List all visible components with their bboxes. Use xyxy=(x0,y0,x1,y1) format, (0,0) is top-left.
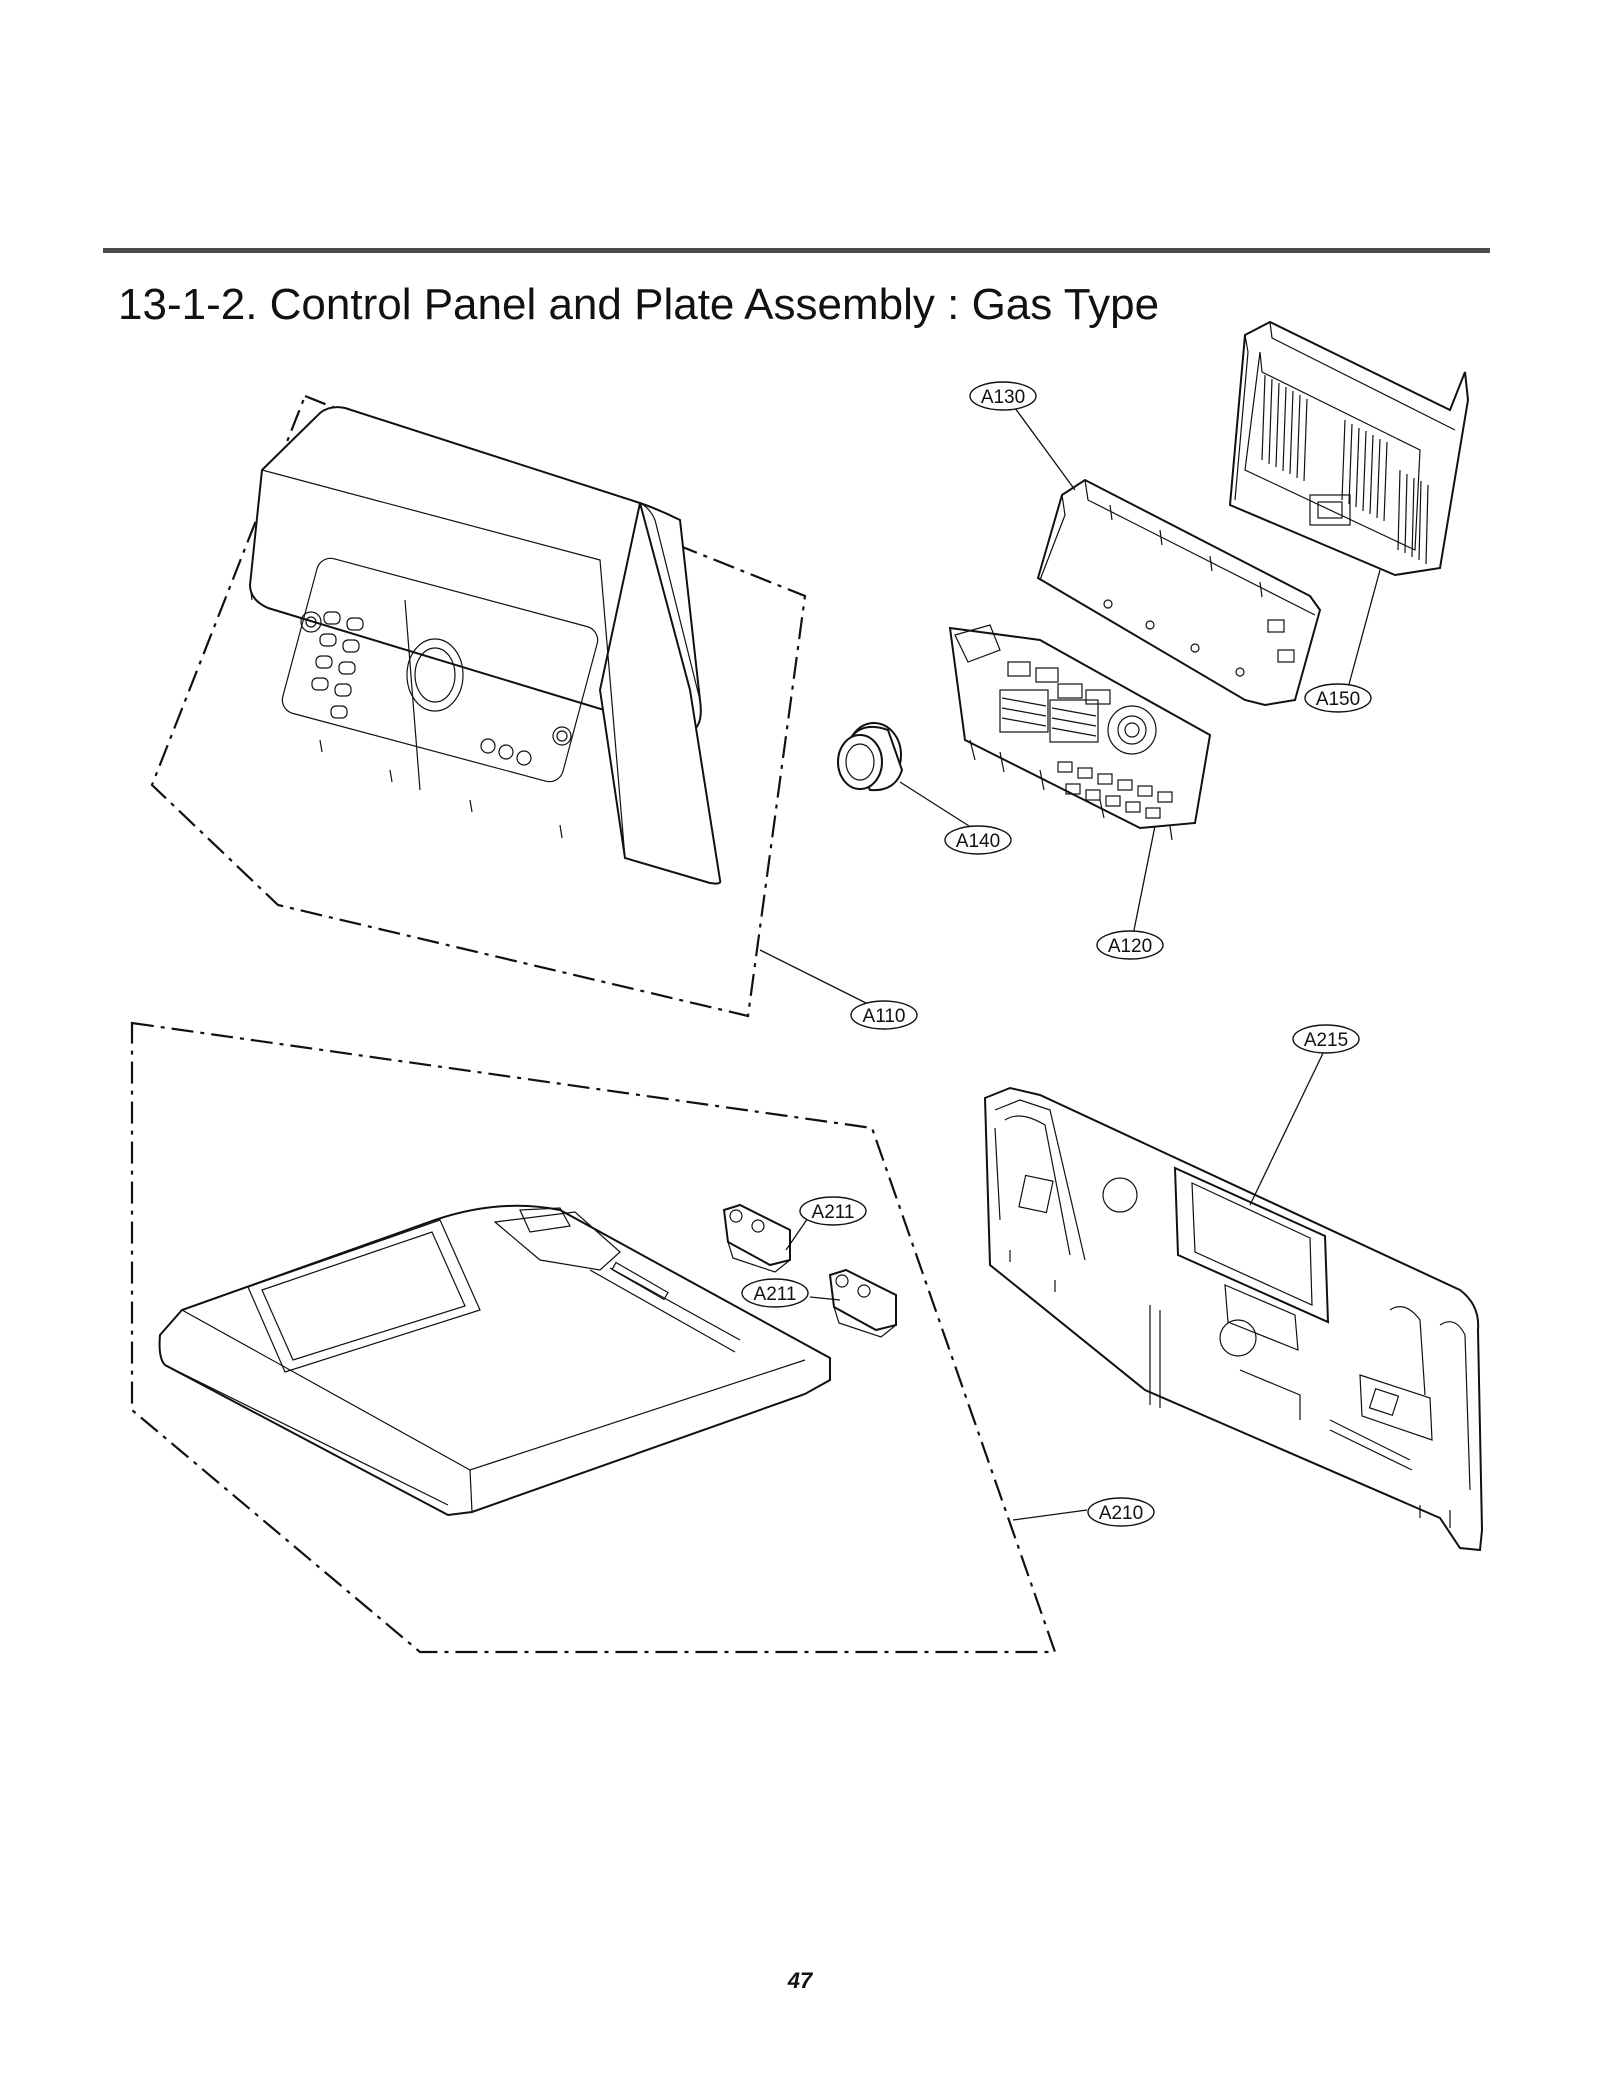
leader-a150 xyxy=(1347,569,1381,689)
hinge-bracket-upper xyxy=(722,1203,791,1273)
callout-a110: A110 xyxy=(850,1000,918,1030)
control-plate xyxy=(158,1204,831,1517)
header-rule xyxy=(103,248,1490,253)
leader-a210 xyxy=(1012,1509,1088,1521)
callout-a130: A130 xyxy=(969,381,1037,411)
callout-a150: A150 xyxy=(1304,683,1372,713)
pcb-assembly xyxy=(948,624,1212,841)
callout-a211-lower: A211 xyxy=(741,1278,809,1308)
callout-a215: A215 xyxy=(1292,1024,1360,1054)
pcb-display-segments xyxy=(999,689,1099,743)
leader-a120 xyxy=(1132,825,1156,936)
svg-text:A130: A130 xyxy=(981,387,1025,408)
callout-a120: A120 xyxy=(1096,930,1164,960)
panel-button-grid xyxy=(311,611,364,719)
housing-vent-slats xyxy=(1261,374,1429,565)
leader-a215 xyxy=(1249,1048,1326,1206)
leader-a211-upper xyxy=(785,1217,809,1251)
control-plate-group-boundary xyxy=(130,1021,1057,1654)
svg-text:A150: A150 xyxy=(1316,689,1360,710)
callout-a140: A140 xyxy=(944,825,1012,855)
pcb-enclosure xyxy=(1036,478,1322,707)
control-knob xyxy=(837,722,904,792)
leader-a110 xyxy=(759,949,881,1011)
svg-text:A215: A215 xyxy=(1304,1030,1348,1051)
rear-housing xyxy=(1228,320,1470,577)
rear-plate xyxy=(983,1086,1484,1552)
leader-a130 xyxy=(1014,407,1076,491)
svg-text:A120: A120 xyxy=(1108,936,1152,957)
callout-a211-upper: A211 xyxy=(799,1196,867,1226)
svg-text:A211: A211 xyxy=(754,1284,797,1305)
hinge-bracket-lower xyxy=(828,1268,897,1338)
control-panel-group-boundary xyxy=(150,394,807,1018)
svg-text:A140: A140 xyxy=(956,831,1000,852)
svg-text:A210: A210 xyxy=(1099,1503,1143,1524)
page-title: 13-1-2. Control Panel and Plate Assembly… xyxy=(118,280,1160,329)
leader-a140 xyxy=(899,781,981,834)
pcb-button-row xyxy=(1057,761,1173,819)
svg-text:A211: A211 xyxy=(812,1202,855,1223)
leader-a211-lower xyxy=(809,1296,841,1301)
svg-text:A110: A110 xyxy=(863,1006,906,1027)
control-panel-housing xyxy=(248,406,722,885)
page-number: 47 xyxy=(787,1968,813,1993)
callout-a210: A210 xyxy=(1087,1497,1155,1527)
